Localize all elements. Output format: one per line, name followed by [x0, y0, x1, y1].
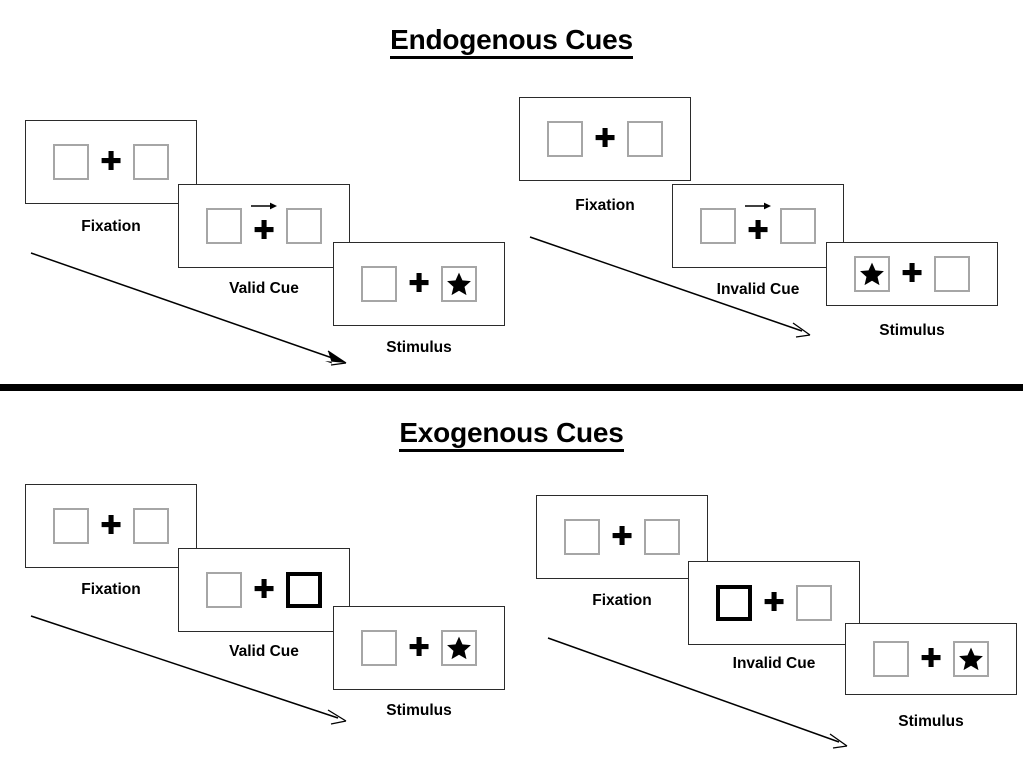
right-box	[133, 144, 169, 180]
fixation-area: ✚	[600, 511, 644, 563]
panel-endogenous-valid-cue: ✚	[178, 184, 350, 268]
fixation-cross-icon: ✚	[594, 124, 616, 154]
caption-endogenous-valid-fixation: Fixation	[81, 218, 141, 235]
fixation-area: ✚	[89, 136, 133, 188]
section-title-exogenous-text: Exogenous Cues	[399, 417, 624, 452]
star-icon	[860, 262, 884, 286]
right-box	[133, 508, 169, 544]
right-box	[953, 641, 989, 677]
fixation-cross-icon: ✚	[920, 644, 942, 674]
fixation-cross-icon: ✚	[253, 575, 275, 605]
fixation-area: ✚	[242, 200, 286, 252]
right-box	[441, 266, 477, 302]
section-title-endogenous-text: Endogenous Cues	[390, 24, 633, 59]
caption-endogenous-valid-cue: Valid Cue	[229, 280, 299, 297]
fixation-area: ✚	[397, 622, 441, 674]
fixation-cross-icon: ✚	[901, 259, 923, 289]
panel-endogenous-valid-stimulus: ✚	[333, 242, 505, 326]
time-arrow-exogenous-invalid	[547, 637, 848, 749]
caption-exogenous-valid-stimulus: Stimulus	[386, 702, 452, 719]
fixation-area: ✚	[752, 577, 796, 629]
panel-exogenous-invalid-stimulus: ✚	[845, 623, 1017, 695]
caption-endogenous-invalid-fixation: Fixation	[575, 197, 635, 214]
fixation-area: ✚	[890, 248, 934, 300]
fixation-cross-icon: ✚	[100, 147, 122, 177]
time-arrow-endogenous-invalid	[529, 236, 811, 338]
caption-endogenous-invalid-stimulus: Stimulus	[879, 322, 945, 339]
caption-exogenous-invalid-fixation: Fixation	[592, 592, 652, 609]
panel-exogenous-valid-stimulus: ✚	[333, 606, 505, 690]
section-title-exogenous: Exogenous Cues	[0, 417, 1023, 452]
star-icon	[959, 647, 983, 671]
caption-exogenous-invalid-stimulus: Stimulus	[898, 713, 964, 730]
left-box	[361, 266, 397, 302]
panel-endogenous-invalid-fixation: ✚	[519, 97, 691, 181]
panel-exogenous-invalid-cue: ✚	[688, 561, 860, 645]
left-box	[700, 208, 736, 244]
panel-endogenous-invalid-cue: ✚	[672, 184, 844, 268]
fixation-cross-icon: ✚	[408, 633, 430, 663]
caption-exogenous-invalid-cue: Invalid Cue	[732, 655, 816, 672]
fixation-cross-icon: ✚	[763, 588, 785, 618]
left-box	[53, 144, 89, 180]
star-icon	[447, 272, 471, 296]
right-box	[796, 585, 832, 621]
left-box	[873, 641, 909, 677]
right-box	[441, 630, 477, 666]
section-divider	[0, 384, 1023, 391]
star-icon	[447, 636, 471, 660]
left-box-cued	[716, 585, 752, 621]
panel-exogenous-invalid-fixation: ✚	[536, 495, 708, 579]
right-box-cued	[286, 572, 322, 608]
fixation-area: ✚	[89, 500, 133, 552]
arrow-right-icon	[251, 202, 277, 210]
time-arrow-exogenous-valid	[30, 615, 347, 725]
fixation-area: ✚	[397, 258, 441, 310]
left-box	[206, 208, 242, 244]
left-box	[547, 121, 583, 157]
fixation-cross-icon: ✚	[253, 216, 275, 246]
panel-exogenous-valid-fixation: ✚	[25, 484, 197, 568]
fixation-area: ✚	[242, 564, 286, 616]
fixation-area: ✚	[736, 200, 780, 252]
left-box	[361, 630, 397, 666]
right-box	[644, 519, 680, 555]
fixation-area: ✚	[909, 633, 953, 685]
left-box	[53, 508, 89, 544]
fixation-cross-icon: ✚	[100, 511, 122, 541]
left-box	[854, 256, 890, 292]
panel-endogenous-invalid-stimulus: ✚	[826, 242, 998, 306]
panel-exogenous-valid-cue: ✚	[178, 548, 350, 632]
right-box	[627, 121, 663, 157]
section-title-endogenous: Endogenous Cues	[0, 24, 1023, 59]
panel-endogenous-valid-fixation: ✚	[25, 120, 197, 204]
fixation-cross-icon: ✚	[611, 522, 633, 552]
fixation-cross-icon: ✚	[747, 216, 769, 246]
time-arrow-endogenous-valid	[30, 252, 347, 366]
fixation-cross-icon: ✚	[408, 269, 430, 299]
caption-exogenous-valid-cue: Valid Cue	[229, 643, 299, 660]
right-box	[286, 208, 322, 244]
caption-endogenous-invalid-cue: Invalid Cue	[716, 281, 800, 298]
arrow-right-icon	[745, 202, 771, 210]
left-box	[564, 519, 600, 555]
caption-exogenous-valid-fixation: Fixation	[81, 581, 141, 598]
caption-endogenous-valid-stimulus: Stimulus	[386, 339, 452, 356]
left-box	[206, 572, 242, 608]
fixation-area: ✚	[583, 113, 627, 165]
right-box	[934, 256, 970, 292]
right-box	[780, 208, 816, 244]
